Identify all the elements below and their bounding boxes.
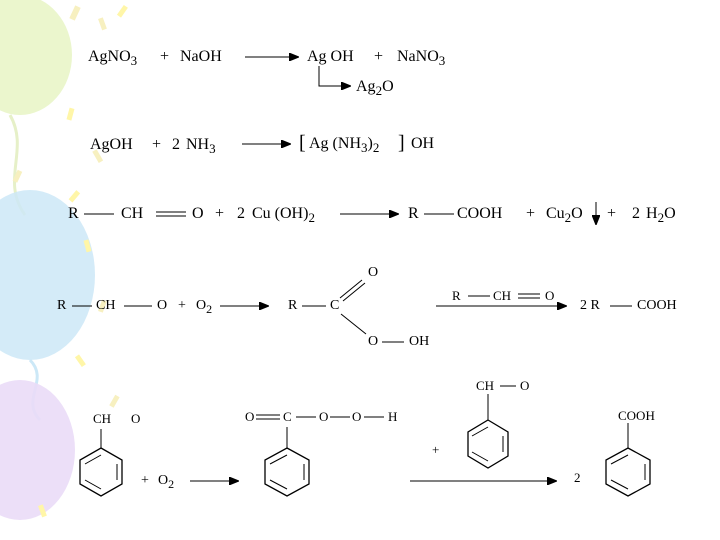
r4-prod-cooh: COOH bbox=[637, 298, 677, 313]
r5-reagent-plus: + bbox=[432, 442, 440, 457]
r4-c: C bbox=[330, 298, 340, 313]
r3-cooh: COOH bbox=[457, 205, 503, 222]
r4-r2: R bbox=[288, 298, 298, 313]
r5-reagent-ch: CH bbox=[476, 378, 495, 393]
r5-peracid-c: C bbox=[283, 409, 292, 424]
r5-benzaldehyde-o: O bbox=[131, 411, 141, 426]
r4-above-ch: CH bbox=[493, 288, 512, 303]
r5-reagent-inner-1 bbox=[471, 426, 489, 437]
r3-o: O bbox=[192, 205, 204, 222]
r5-reagent-o: O bbox=[520, 378, 530, 393]
r4-plus: + bbox=[178, 298, 186, 313]
r2-nh3: NH3 bbox=[186, 136, 216, 157]
r4-ch: CH bbox=[96, 298, 116, 313]
r1-nano3: NaNO3 bbox=[397, 48, 446, 69]
r3-cuoh2: Cu (OH)2 bbox=[252, 205, 315, 226]
r1-agno3: AgNO3 bbox=[88, 48, 138, 69]
r2-bracket-close: ] bbox=[398, 132, 405, 154]
r5-peracid-inner-3 bbox=[269, 479, 288, 490]
r4-prod-2r: 2 R bbox=[580, 298, 600, 313]
r5-benzoic-ring bbox=[605, 447, 651, 497]
r5-benzoic-inner-3 bbox=[610, 479, 629, 490]
r5-benzaldehyde-inner-3 bbox=[84, 479, 102, 490]
r3-water-coef: 2 bbox=[632, 205, 640, 222]
r3-ch: CH bbox=[121, 205, 144, 222]
r4-o-top: O bbox=[368, 265, 379, 280]
r4-oh: OH bbox=[409, 334, 430, 349]
r5-peracid-h: H bbox=[388, 409, 398, 424]
r2-plus: + bbox=[152, 136, 162, 153]
r5-benzoic-cooh: COOH bbox=[618, 408, 655, 423]
r5-prod-coef: 2 bbox=[574, 470, 581, 485]
r2-complex: Ag (NH3)2 bbox=[309, 135, 380, 156]
r4-double-bond-b bbox=[342, 282, 366, 302]
r1-naoh: NaOH bbox=[180, 48, 222, 65]
r5-peracid-o-left: O bbox=[245, 409, 255, 424]
r5-plus-o2: + bbox=[141, 473, 149, 488]
r5-benzaldehyde-ch: CH bbox=[93, 411, 112, 426]
purple-balloon bbox=[0, 380, 75, 520]
r4-o-bottom: O bbox=[368, 334, 379, 349]
r3-r2: R bbox=[408, 205, 419, 222]
r4-above-r: R bbox=[452, 288, 461, 303]
r3-plus-3: + bbox=[607, 205, 617, 222]
r5-peracid-o-1: O bbox=[319, 409, 329, 424]
r1-ag2o: Ag2O bbox=[356, 78, 394, 99]
r4-r1: R bbox=[57, 298, 67, 313]
r3-r1: R bbox=[68, 205, 79, 222]
r1-plus-1: + bbox=[160, 48, 170, 65]
r5-o2: O2 bbox=[158, 473, 175, 491]
r1-agoh: Ag OH bbox=[307, 48, 354, 65]
r3-cu2o: Cu2O bbox=[546, 205, 583, 226]
r3-coef: 2 bbox=[237, 205, 245, 222]
r1-plus-2: + bbox=[374, 48, 384, 65]
r4-o2: O2 bbox=[196, 298, 213, 316]
r2-agoh: AgOH bbox=[90, 136, 133, 153]
r5-peracid-o-2: O bbox=[352, 409, 362, 424]
r4-bond-c-o bbox=[340, 313, 367, 335]
r3-plus-2: + bbox=[526, 205, 536, 222]
r4-double-bond-a bbox=[339, 279, 363, 299]
r1-decomp-arrow bbox=[318, 66, 350, 86]
r3-plus-1: + bbox=[215, 205, 225, 222]
r4-above-o: O bbox=[545, 288, 555, 303]
r5-benzaldehyde-ring bbox=[79, 447, 123, 497]
r5-benzoic-inner-1 bbox=[610, 454, 629, 465]
r2-bracket-open: [ bbox=[299, 132, 306, 154]
r2-oh: OH bbox=[411, 135, 435, 152]
r5-reagent-inner-3 bbox=[471, 451, 489, 462]
r3-water: H2O bbox=[646, 205, 676, 226]
r5-peracid-ring bbox=[264, 447, 310, 497]
r2-coef: 2 bbox=[172, 136, 180, 153]
r5-benzaldehyde-inner-1 bbox=[84, 454, 102, 465]
confetti bbox=[12, 4, 128, 518]
r5-reagent-ring bbox=[467, 419, 509, 469]
r5-peracid-inner-1 bbox=[269, 454, 288, 465]
r4-o1: O bbox=[157, 298, 168, 313]
